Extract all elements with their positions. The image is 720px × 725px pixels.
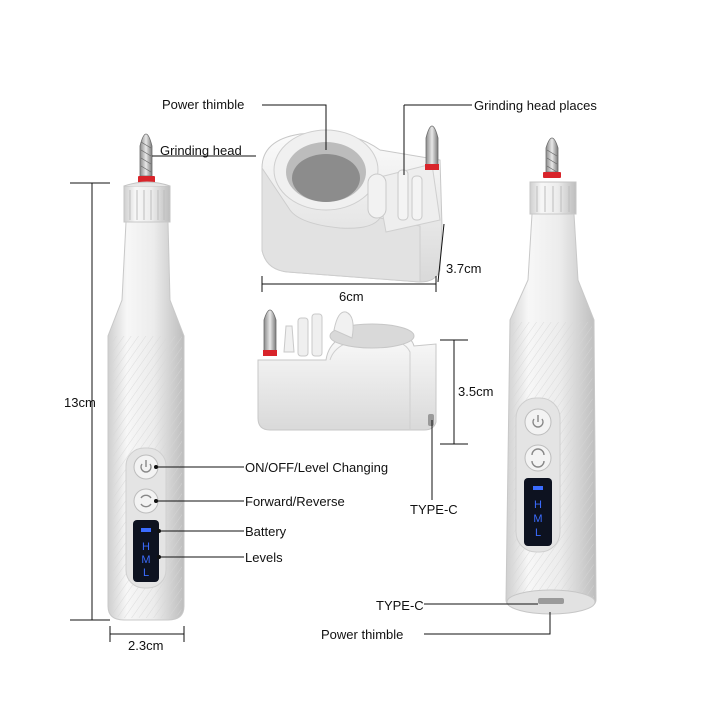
left-pen: H M L xyxy=(107,133,185,621)
display-left xyxy=(133,520,159,582)
label-type-c-pen: TYPE-C xyxy=(376,598,424,613)
label-on-off: ON/OFF/Level Changing xyxy=(245,460,389,475)
label-power-thimble-top: Power thimble xyxy=(162,97,245,112)
dimension-length: 13cm xyxy=(64,395,96,410)
type-c-port-right xyxy=(538,598,564,604)
label-grinding-head: Grinding head xyxy=(160,143,242,158)
dimension-base-width: 6cm xyxy=(339,289,364,304)
label-forward-reverse: Forward/Reverse xyxy=(245,494,345,509)
right-pen: H M L xyxy=(505,137,597,615)
level-l-right: L xyxy=(535,527,541,539)
label-power-thimble-bottom: Power thimble xyxy=(321,627,404,642)
dimension-diameter: 2.3cm xyxy=(128,638,164,653)
level-m-right: M xyxy=(533,513,542,525)
level-h-left: H xyxy=(142,541,150,553)
label-type-c-dock: TYPE-C xyxy=(410,502,458,517)
red-collar-left xyxy=(138,176,155,183)
charging-dock-side xyxy=(257,309,437,431)
charging-dock-top xyxy=(261,125,443,283)
label-grinding-head-places: Grinding head places xyxy=(474,98,597,113)
type-c-port-dock xyxy=(428,414,434,426)
label-battery: Battery xyxy=(245,524,287,539)
level-h-right: H xyxy=(534,499,542,511)
label-levels: Levels xyxy=(245,550,283,565)
dimension-base-depth: 3.7cm xyxy=(446,261,482,276)
level-l-left: L xyxy=(143,567,149,579)
level-m-left: M xyxy=(141,554,150,566)
leader-lines xyxy=(70,104,551,642)
grinding-bit-left xyxy=(139,133,153,177)
dimension-base-height: 3.5cm xyxy=(458,384,494,399)
